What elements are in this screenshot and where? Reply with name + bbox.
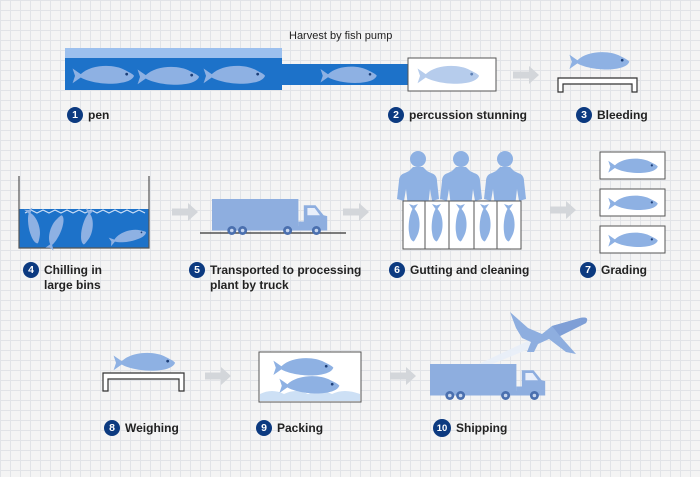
step-6-label: 6 Gutting and cleaning xyxy=(389,262,530,278)
step-number-badge: 7 xyxy=(580,262,596,278)
step-number-badge: 9 xyxy=(256,420,272,436)
grading-boxes xyxy=(599,151,666,254)
weighing-scale xyxy=(102,352,185,392)
arrow-icon xyxy=(550,201,576,219)
step-label-text: Transported to processing plant by truck xyxy=(210,263,362,292)
delivery-truck xyxy=(200,199,346,235)
step-3-label: 3 Bleeding xyxy=(576,107,648,123)
step-1-label: 1 pen xyxy=(67,107,110,123)
step-number-badge: 6 xyxy=(389,262,405,278)
arrow-icon xyxy=(172,203,198,221)
step-label-text: Gutting and cleaning xyxy=(410,263,530,277)
step-number-badge: 2 xyxy=(388,107,404,123)
arrow-icon xyxy=(513,66,539,84)
step-10-label: 10 Shipping xyxy=(433,419,508,437)
step-number-badge: 8 xyxy=(104,420,120,436)
step-number-badge: 3 xyxy=(576,107,592,123)
step-8-label: 8 Weighing xyxy=(104,420,179,436)
step-label-text: Weighing xyxy=(125,421,179,435)
step-number-badge: 5 xyxy=(189,262,205,278)
pump-caption: Harvest by fish pump xyxy=(289,30,393,42)
step-label-text: percussion stunning xyxy=(409,108,528,122)
arrow-icon xyxy=(343,203,369,221)
step-label-text: Packing xyxy=(277,421,324,435)
bleeding-stand xyxy=(557,52,638,93)
arrow-icon xyxy=(390,367,416,385)
gutting-workers xyxy=(397,151,526,250)
step-5-label: 5 Transported to processing plant by tru… xyxy=(189,262,375,293)
step-label-text: Bleeding xyxy=(597,108,648,122)
step-number-badge: 1 xyxy=(67,107,83,123)
step-4-label: 4 Chilling in large bins xyxy=(23,262,124,293)
arrow-icon xyxy=(205,367,231,385)
step-label-text: Grading xyxy=(601,263,648,277)
chilling-bin xyxy=(18,176,150,251)
packing-box xyxy=(258,351,362,403)
step-9-label: 9 Packing xyxy=(256,420,324,436)
step-number-badge: 10 xyxy=(433,419,451,437)
step-label-text: pen xyxy=(88,108,110,122)
step-7-label: 7 Grading xyxy=(580,262,648,278)
step-number-badge: 4 xyxy=(23,262,39,278)
shipping-illustration xyxy=(430,312,588,400)
step-2-label: 2 percussion stunning xyxy=(388,107,528,123)
step-label-text: Shipping xyxy=(456,421,508,435)
pen-illustration xyxy=(65,48,408,90)
step-label-text: Chilling in large bins xyxy=(44,263,102,292)
stunning-box xyxy=(407,57,497,92)
